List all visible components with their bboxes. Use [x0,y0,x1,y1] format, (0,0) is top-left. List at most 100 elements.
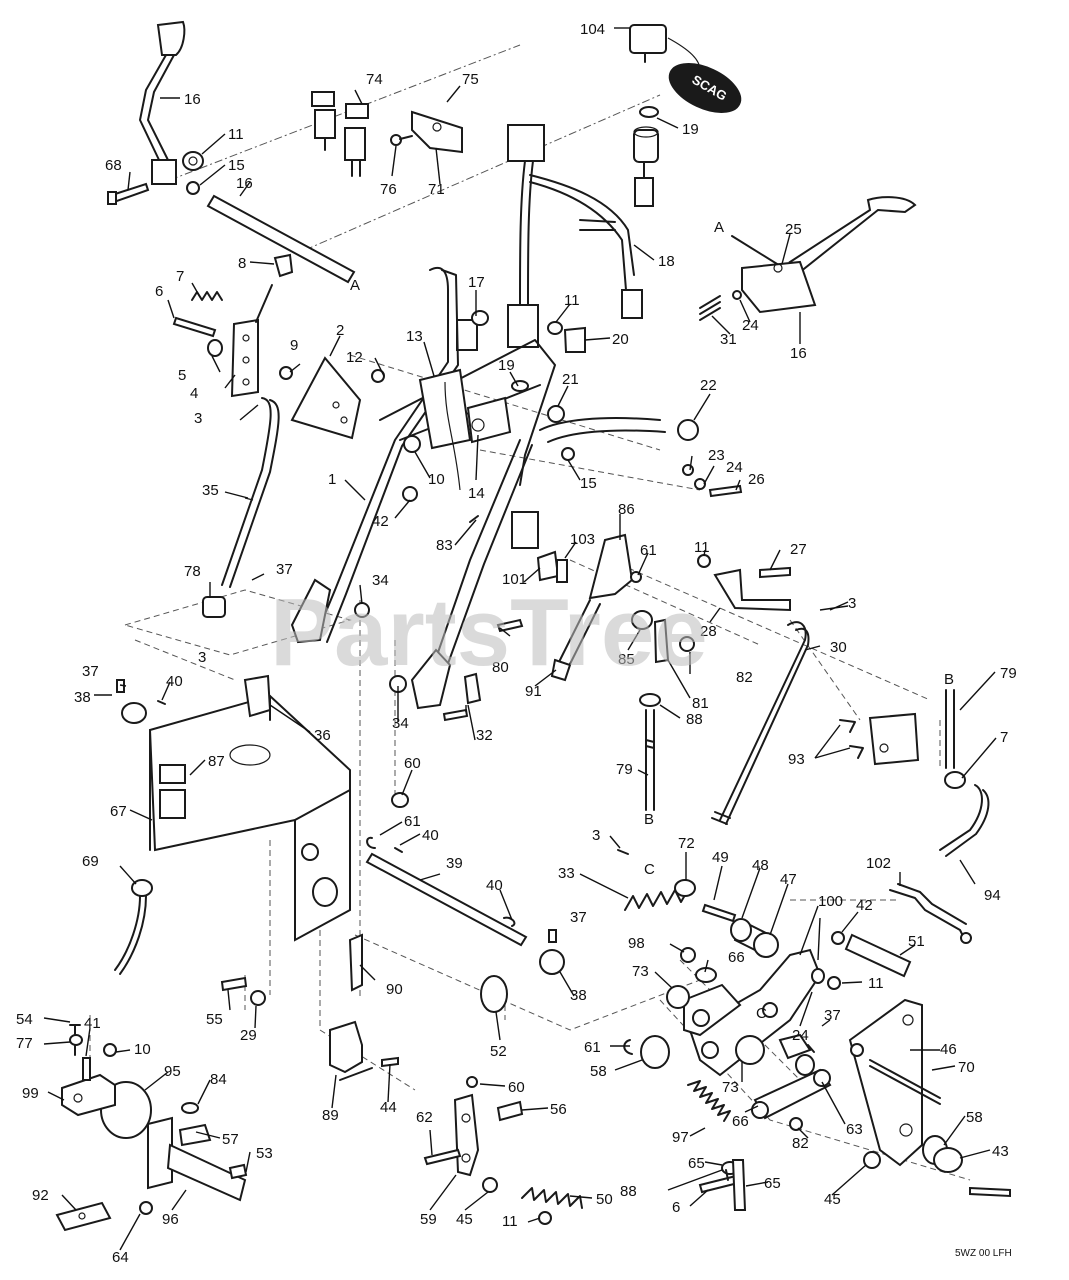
callout-70: 70 [958,1059,975,1076]
callout-11: 11 [564,292,580,309]
callout-16: 16 [236,175,253,192]
callout-64: 64 [112,1249,129,1266]
watermark: PartsTree [270,579,708,686]
callout-42: 42 [856,897,873,914]
callout-61: 61 [584,1039,601,1056]
callout-37: 37 [824,1007,841,1024]
callout-63: 63 [846,1121,863,1138]
callout-96: 96 [162,1211,179,1228]
bolt-6 [172,316,217,338]
control-lever-right [699,196,917,321]
callout-99: 99 [22,1085,39,1102]
callout-85: 85 [618,651,635,668]
callout-16: 16 [790,345,807,362]
callout-61: 61 [640,542,657,559]
callout-42: 42 [372,513,389,530]
callout-1: 1 [328,471,336,488]
bracket-71 [390,110,463,154]
callout-62: 62 [416,1109,433,1126]
callout-104: 104 [580,21,605,38]
connector-A: A [350,277,360,294]
callout-33: 33 [558,865,575,882]
callout-41: 41 [84,1015,101,1032]
callout-57: 57 [222,1131,239,1148]
callout-67: 67 [110,803,127,820]
callout-101: 101 [502,571,527,588]
callout-55: 55 [206,1011,223,1028]
bracket-89-90 [329,933,399,1081]
plate-46 [848,998,941,1167]
callout-94: 94 [984,887,1001,904]
callout-100: 100 [818,893,843,910]
hardware-55-29 [220,976,266,1006]
rod-94 [939,784,990,857]
callout-69: 69 [82,853,99,870]
callout-37: 37 [276,561,293,578]
callout-19: 19 [498,357,515,374]
bushings-81-85 [354,602,695,722]
rod-79-right [944,689,966,789]
callout-49: 49 [712,849,729,866]
clip-20 [547,321,586,353]
callout-4: 4 [190,385,198,402]
washer-52 [480,975,508,1013]
callout-84: 84 [210,1071,227,1088]
callout-28: 28 [700,623,717,640]
callout-34: 34 [392,715,409,732]
callout-60: 60 [404,755,421,772]
callout-18: 18 [658,253,675,270]
pivot-block-13-14 [418,368,512,491]
shaft-16 [206,194,356,284]
callout-25: 25 [785,221,802,238]
callout-27: 27 [790,541,807,558]
link-63 [751,1033,832,1131]
callout-38: 38 [74,689,91,706]
shaft-96 [147,1102,248,1202]
callout-11: 11 [868,975,884,992]
callout-37: 37 [82,663,99,680]
callout-93: 93 [788,751,805,768]
callout-36: 36 [314,727,331,744]
callout-13: 13 [406,328,423,345]
callout-73: 73 [722,1079,739,1096]
callout-59: 59 [420,1211,437,1228]
callout-40: 40 [486,877,503,894]
callout-81: 81 [692,695,709,712]
callout-32: 32 [476,727,493,744]
frame-67 [116,674,351,942]
disc-95-block-99 [61,1024,152,1139]
callout-3: 3 [592,827,600,844]
callout-79: 79 [1000,665,1017,682]
leader-lines [43,27,997,1251]
callout-82: 82 [792,1135,809,1152]
callout-44: 44 [380,1099,397,1116]
callout-39: 39 [446,855,463,872]
callout-6: 6 [672,1199,680,1216]
callout-88: 88 [686,711,703,728]
spring-7 [191,291,223,301]
callout-75: 75 [462,71,479,88]
connection-letters: A A B B C C [350,219,954,1022]
bracket-2 [279,356,385,440]
connector-A: A [714,219,724,236]
callout-29: 29 [240,1027,257,1044]
spring-50 [521,1187,583,1225]
callout-50: 50 [596,1191,613,1208]
callout-38: 38 [570,987,587,1004]
callout-68: 68 [105,157,122,174]
callout-77: 77 [16,1035,33,1052]
key-104: SCAG [629,24,742,113]
callout-45: 45 [824,1191,841,1208]
wiring-harness-18 [507,124,654,348]
callout-72: 72 [678,835,695,852]
callout-17: 17 [468,274,485,291]
callout-54: 54 [16,1011,33,1028]
callout-80: 80 [492,659,509,676]
callout-26: 26 [748,471,765,488]
callout-11: 11 [228,126,244,143]
link-59 [423,1076,524,1193]
connector-C: C [644,861,655,878]
callout-9: 9 [290,337,298,354]
connector-B: B [644,811,654,828]
callout-66: 66 [732,1113,749,1130]
